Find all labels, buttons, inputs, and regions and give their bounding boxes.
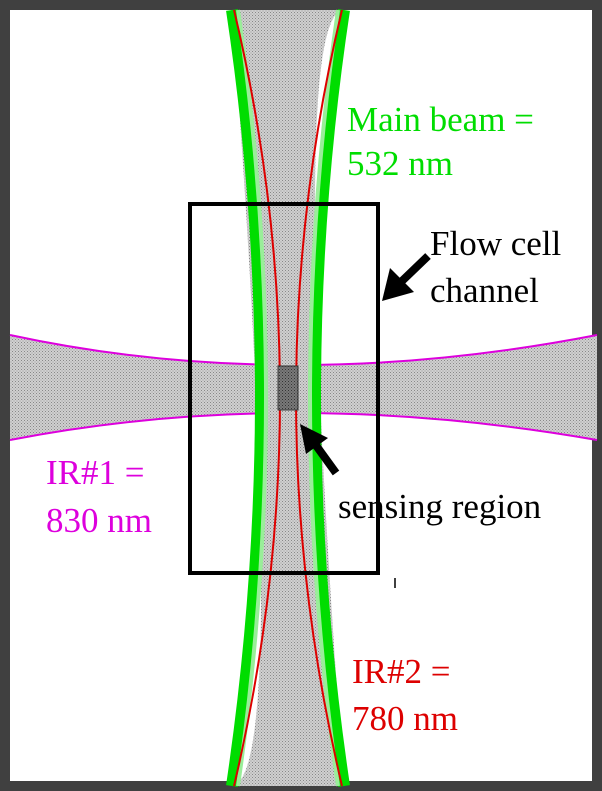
main-beam-edge-left-inner bbox=[236, 9, 268, 787]
main-beam-label-line2: 532 nm bbox=[347, 144, 453, 183]
main-beam-edge-right-inner bbox=[308, 9, 340, 787]
ir2-label-line2: 780 nm bbox=[352, 699, 458, 738]
sensing-region-marker bbox=[277, 365, 299, 411]
main-beam-edge-left bbox=[226, 9, 267, 787]
flow-cell-channel bbox=[188, 202, 380, 575]
ir1-label-line2: 830 nm bbox=[46, 501, 152, 540]
main-beam-edge-right bbox=[309, 9, 350, 787]
main-beam-label-line1: Main beam = bbox=[347, 100, 534, 139]
flow-cell-label-line1: Flow cell bbox=[430, 224, 562, 263]
flow-cell-label-line2: channel bbox=[430, 271, 539, 310]
sensing-region-arrow bbox=[300, 424, 340, 476]
flow-cell-arrow bbox=[382, 253, 431, 301]
ir2-label-line1: IR#2 = bbox=[352, 652, 451, 691]
sensing-region-label: sensing region bbox=[338, 487, 541, 526]
ir1-label-line1: IR#1 = bbox=[46, 453, 145, 492]
